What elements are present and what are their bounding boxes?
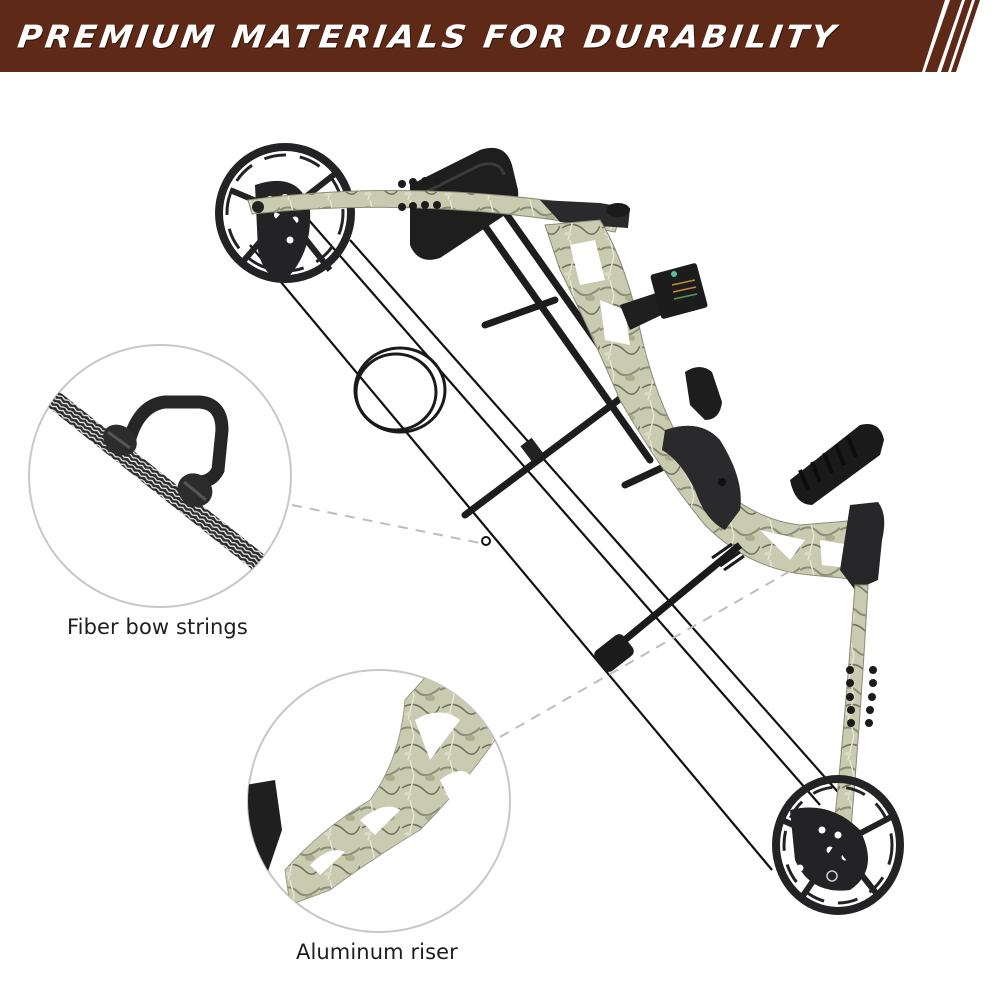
string-loop-coil <box>353 346 447 434</box>
leader-riser <box>499 569 793 738</box>
bottom-limb-dampeners <box>846 666 877 727</box>
callout-leaders <box>291 504 793 738</box>
top-limb <box>247 190 630 233</box>
banner-background <box>0 0 980 72</box>
top-limb-dampeners <box>398 177 441 211</box>
leader-strings <box>291 504 481 544</box>
d-loop <box>481 536 491 546</box>
callout-circle-strings <box>28 344 292 608</box>
rear-stabilizer <box>594 542 745 672</box>
callout-label-strings: Fiber bow strings <box>67 615 248 639</box>
stabilizer <box>790 424 884 505</box>
arrow-rest <box>685 367 722 420</box>
bow-strings <box>249 209 846 871</box>
header-banner: PREMIUM MATERIALS FOR DURABILITY <box>0 0 1000 74</box>
bottom-cam <box>772 775 904 915</box>
bottom-limb-pocket <box>840 502 885 590</box>
top-cam <box>215 143 355 283</box>
bow-sight <box>620 263 708 330</box>
callout-circle-riser <box>247 669 511 933</box>
grip <box>662 425 741 530</box>
callout-label-riser: Aluminum riser <box>296 940 458 964</box>
